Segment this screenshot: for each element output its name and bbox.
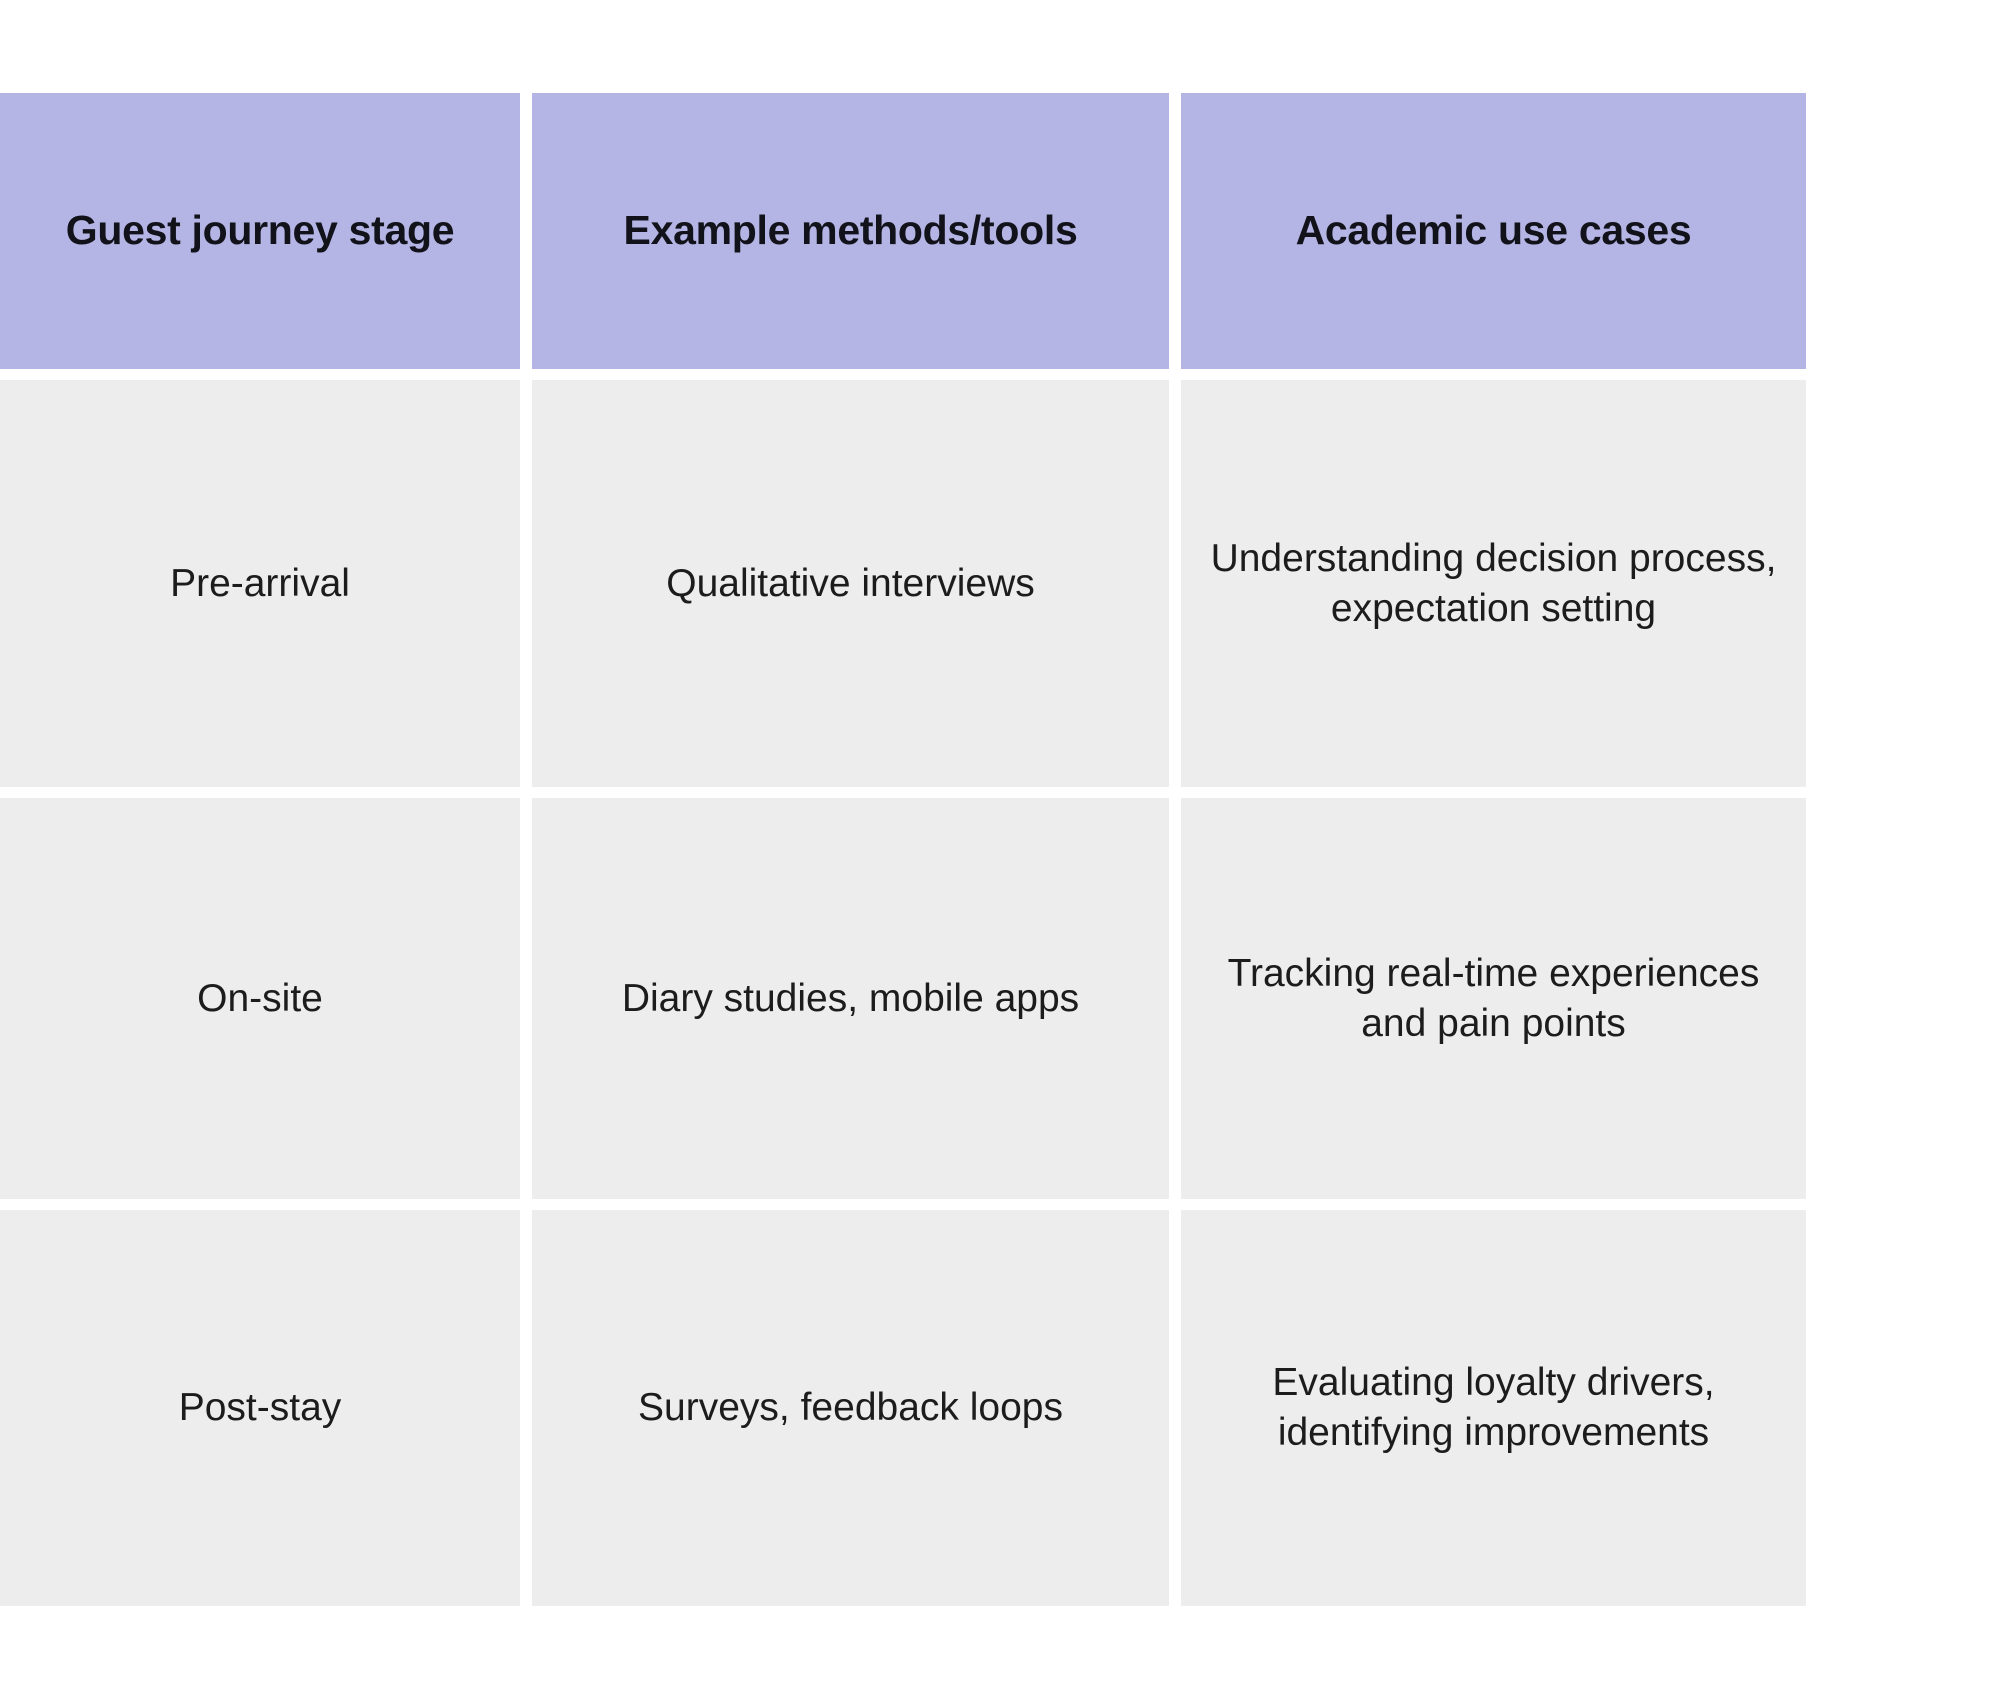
cell-text: Post-stay bbox=[178, 1386, 342, 1430]
cell-text: Diary studies, mobile apps bbox=[621, 976, 1080, 1020]
column-header-example-methods-tools: Example methods/tools bbox=[532, 93, 1169, 369]
column-header-academic-use-cases: Academic use cases bbox=[1181, 93, 1806, 369]
cell-text: Evaluating loyalty drivers, identifying … bbox=[1272, 1361, 1715, 1454]
table-cell-methods: Surveys, feedback loops bbox=[532, 1210, 1169, 1606]
guest-journey-table: Guest journey stage Example methods/tool… bbox=[0, 93, 1806, 1606]
table-cell-use-cases: Tracking real-time experiences and pain … bbox=[1181, 798, 1806, 1199]
table-cell-use-cases: Evaluating loyalty drivers, identifying … bbox=[1181, 1210, 1806, 1606]
cell-text: On-site bbox=[197, 976, 323, 1020]
table-cell-stage: On-site bbox=[0, 798, 520, 1199]
cell-text: Pre-arrival bbox=[170, 561, 350, 605]
column-header-guest-journey-stage: Guest journey stage bbox=[0, 93, 520, 369]
table-cell-stage: Pre-arrival bbox=[0, 380, 520, 787]
cell-text: Understanding decision process, expectat… bbox=[1210, 536, 1777, 630]
column-header-label: Guest journey stage bbox=[65, 207, 455, 254]
cell-text: Surveys, feedback loops bbox=[638, 1386, 1063, 1430]
table-cell-methods: Diary studies, mobile apps bbox=[532, 798, 1169, 1199]
cell-text: Qualitative interviews bbox=[666, 561, 1035, 605]
table-cell-methods: Qualitative interviews bbox=[532, 380, 1169, 787]
table-cell-stage: Post-stay bbox=[0, 1210, 520, 1606]
column-header-label: Academic use cases bbox=[1295, 207, 1692, 254]
cell-text: Tracking real-time experiences and pain … bbox=[1227, 951, 1760, 1045]
column-header-label: Example methods/tools bbox=[623, 207, 1078, 254]
table-cell-use-cases: Understanding decision process, expectat… bbox=[1181, 380, 1806, 787]
